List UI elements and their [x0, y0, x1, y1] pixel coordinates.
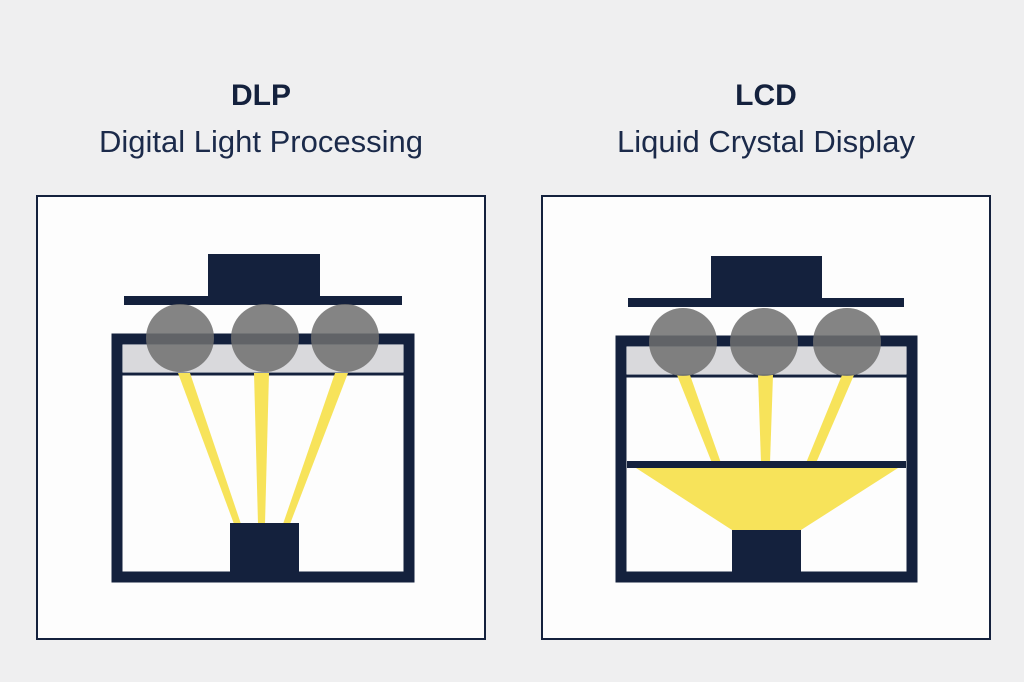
- lcd-build-plate-arm: [628, 298, 904, 307]
- lcd-build-plate-top: [711, 256, 822, 302]
- dlp-part-center: [231, 304, 299, 372]
- dlp-projector: [230, 523, 299, 577]
- lcd-heading: LCD Liquid Crystal Display: [510, 76, 1022, 164]
- dlp-heading: DLP Digital Light Processing: [5, 76, 517, 164]
- lcd-part-center: [730, 308, 798, 376]
- dlp-build-plate-top: [208, 254, 320, 300]
- lcd-diagram: [615, 256, 918, 583]
- dlp-diagram: [111, 254, 415, 583]
- dlp-acronym: DLP: [231, 79, 291, 112]
- lcd-part-left: [649, 308, 717, 376]
- dlp-diagram-frame: [36, 195, 486, 640]
- lcd-beam-right: [806, 375, 854, 463]
- lcd-screen: [627, 461, 906, 468]
- dlp-panel: DLP Digital Light Processing: [36, 79, 486, 640]
- lcd-beam-left: [677, 375, 721, 463]
- dlp-part-right: [311, 304, 379, 372]
- lcd-full-name: Liquid Crystal Display: [616, 124, 916, 159]
- lcd-part-right: [813, 308, 881, 376]
- dlp-full-name: Digital Light Processing: [99, 124, 423, 159]
- lcd-panel: LCD Liquid Crystal Display: [512, 0, 1024, 682]
- dlp-build-plate-arm: [124, 296, 402, 305]
- lcd-backlight-spread: [636, 468, 898, 530]
- lcd-beam-center: [758, 375, 773, 463]
- lcd-acronym: LCD: [735, 79, 797, 112]
- lcd-light-source: [732, 530, 801, 577]
- dlp-beam-right: [283, 373, 348, 524]
- dlp-part-left: [146, 304, 214, 372]
- dlp-beam-center: [254, 373, 269, 524]
- lcd-diagram-frame: [541, 195, 991, 640]
- dlp-beam-left: [178, 373, 241, 524]
